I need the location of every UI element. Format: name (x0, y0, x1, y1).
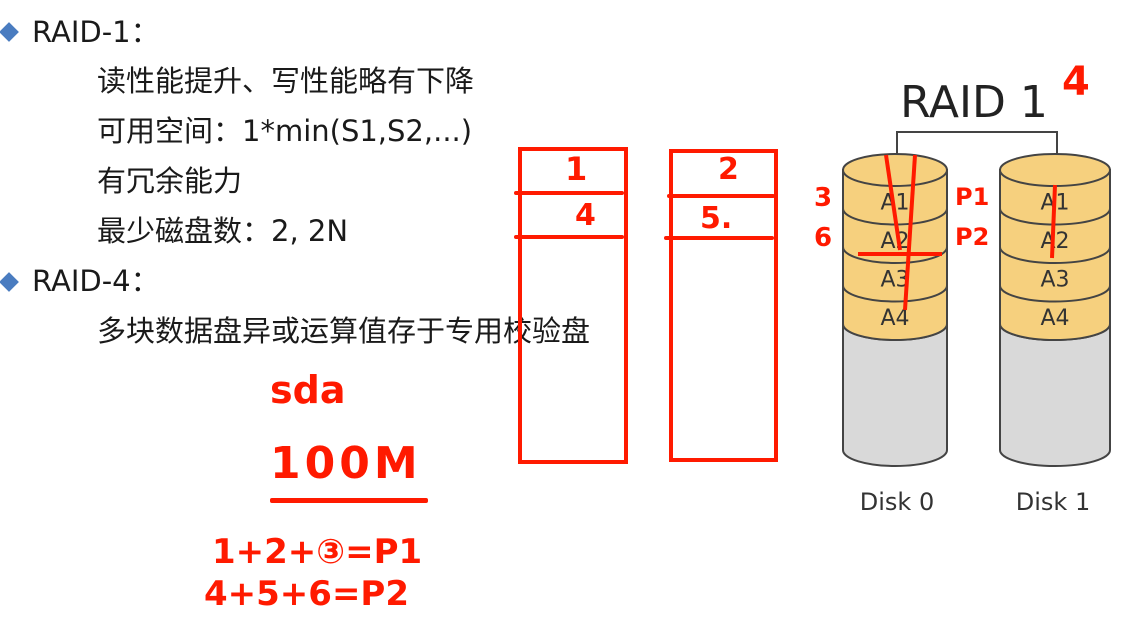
section-heading-raid4: RAID-4： (32, 264, 160, 298)
annotation-block: 4 (575, 198, 596, 233)
annotation-block: 1 (565, 150, 588, 188)
annotation-block: 5. (700, 201, 733, 236)
annotation-size: 100M (270, 438, 422, 489)
annotation-disk0-mark: 6 (814, 223, 833, 253)
annotation-stripe-line (514, 191, 624, 195)
annotation-disk0-mark: 3 (814, 183, 833, 213)
annotation-disk1-mark: P1 (955, 183, 990, 211)
list-item: 多块数据盘异或运算值存于专用校验盘 (97, 314, 591, 348)
annotation-device: sda (270, 368, 346, 412)
annotation-disk-box-1 (518, 147, 628, 464)
strike-mark (1050, 184, 1057, 259)
section-heading-raid1: RAID-1： (32, 15, 160, 49)
disk-label: Disk 1 (1016, 488, 1090, 516)
annotation-block: 2 (718, 152, 739, 187)
annotation-stripe-line (667, 194, 775, 198)
annotation-equation-1: 1+2+③=P1 (212, 532, 423, 572)
annotation-stripe-line (514, 235, 624, 239)
annotation-equation-2: 4+5+6=P2 (204, 574, 410, 614)
list-item: 读性能提升、写性能略有下降 (97, 64, 475, 98)
annotation-title-overwrite: 4 (1062, 59, 1090, 105)
disk-top (842, 153, 948, 187)
strike-mark (903, 154, 917, 311)
disk-block-label: A2 (880, 229, 909, 254)
diagram-title: RAID 1 (900, 77, 1048, 128)
list-item: 有冗余能力 (97, 164, 243, 198)
annotation-underline (270, 498, 428, 503)
list-item: 可用空间：1*min(S1,S2,...) (97, 114, 473, 148)
annotation-disk-box-2 (669, 149, 778, 462)
disk-block-label: A3 (1040, 267, 1069, 292)
disk-empty-space (842, 323, 948, 467)
annotation-disk1-mark: P2 (955, 223, 990, 251)
list-item: 最少磁盘数：2, 2N (97, 214, 349, 248)
disk-top (999, 153, 1111, 187)
strike-mark (884, 154, 902, 251)
annotation-stripe-line (664, 236, 774, 240)
disk-label: Disk 0 (860, 488, 934, 516)
disk-empty-space (999, 323, 1111, 467)
connector-line (896, 131, 1058, 170)
disk-block-label: A4 (1040, 306, 1069, 331)
